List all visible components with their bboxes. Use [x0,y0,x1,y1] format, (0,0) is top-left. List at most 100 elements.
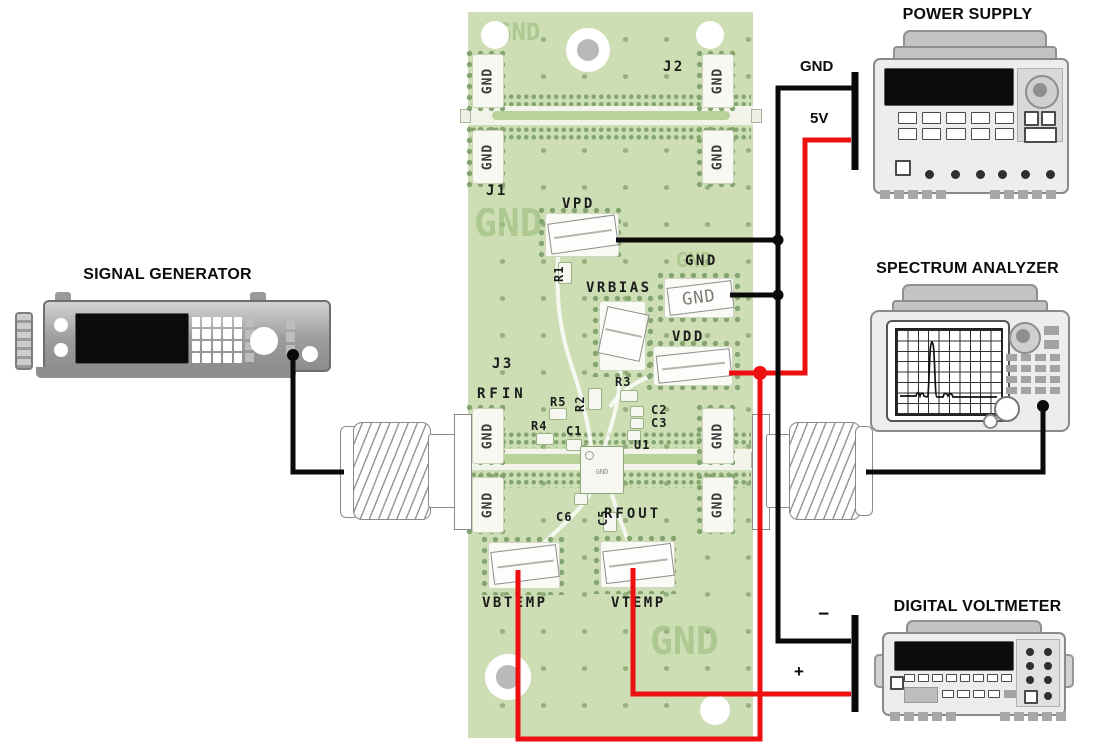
panel-button [1035,376,1046,383]
panel-button [1035,354,1046,361]
binding-post [951,170,960,179]
instrument-foot [922,190,932,199]
panel-button [245,341,254,351]
instrument-foot [1032,190,1042,199]
span-knob [994,396,1020,422]
panel-button [1001,674,1012,682]
panel-button [1020,376,1031,383]
panel-button [959,674,971,682]
panel-screw [54,318,68,332]
panel-button [223,329,232,339]
power-supply-front-panel [873,58,1069,194]
panel-button [957,690,970,698]
slot-trace [492,111,730,120]
instrument-foot [1046,190,1056,199]
plus-terminal-label: + [794,662,804,681]
screen-bezel [886,320,1010,422]
binding-post [1021,170,1030,179]
panel-button [1049,376,1060,383]
spectrum-analyzer-title: SPECTRUM ANALYZER [876,260,1059,277]
binding-post [976,170,985,179]
panel-button [1041,111,1056,126]
power-button [895,160,911,176]
panel-button [946,112,966,124]
instrument-foot [1004,190,1014,199]
function-buttons-row2 [898,128,1014,140]
panel-button [1024,111,1039,126]
junction-dot [772,289,784,301]
panel-button [973,674,985,682]
instrument-foot [1028,712,1038,721]
spectrum-analyzer-front-panel [870,310,1070,432]
panel-button [245,329,254,339]
panel-button [987,674,999,682]
rf-input-connector [983,414,998,429]
range-button [904,687,938,703]
panel-button [202,341,211,351]
input-jack [1044,662,1052,670]
binding-post [998,170,1007,179]
panel-button [898,128,918,140]
panel-button [223,353,232,363]
panel-button [1020,387,1031,394]
panel-button [1049,365,1060,372]
instrument-foot [1042,712,1052,721]
panel-button [202,353,211,363]
via-row [470,126,751,141]
panel-button [1049,354,1060,361]
panel-button [212,317,222,327]
hinge-tab [55,292,71,302]
panel-button [970,128,990,140]
instrument-foot [894,190,904,199]
binding-post [1046,170,1055,179]
panel-tab [751,109,762,123]
input-jack [1026,662,1034,670]
signal-generator-keypad [192,317,242,363]
power-button [890,676,904,690]
junction-dot [753,366,767,380]
panel-button [1049,387,1060,394]
rf-output-connector [302,346,318,362]
panel-button [1044,340,1059,349]
minus-terminal-label: − [818,604,830,625]
digital-voltmeter-title: DIGITAL VOLTMETER [893,598,1062,615]
panel-button [1024,690,1038,704]
panel-button [202,329,211,339]
input-jack [1044,676,1052,684]
panel-button [1006,387,1017,394]
softkey-buttons [1006,354,1060,394]
keypad-side-buttons [245,318,254,362]
panel-button [942,690,955,698]
instrument-foot [904,712,914,721]
spectrum-screen [895,328,1003,416]
side-buttons [286,320,295,354]
panel-button [945,674,957,682]
panel-button [946,128,966,140]
panel-button [286,332,295,342]
shift-button [1004,690,1016,698]
instrument-foot [1000,712,1010,721]
panel-button [245,353,254,362]
panel-button [233,341,242,351]
hinge-tab [250,292,266,302]
panel-button [212,341,222,351]
spectrum-analyzer: SPECTRUM ANALYZER [860,260,1075,435]
panel-tab [460,109,471,123]
panel-button-wide [1024,127,1057,143]
panel-button [233,329,242,339]
panel-button [922,128,942,140]
input-jack [1044,692,1052,700]
instrument-foot [1014,712,1024,721]
panel-button [223,317,232,327]
instrument-foot [880,190,890,199]
panel-button [233,317,242,327]
knob-panel [1017,68,1063,143]
panel-button [898,112,918,124]
function-buttons-row2 [942,690,1000,698]
panel-button [233,353,242,363]
voltmeter-display [894,641,1014,671]
voltage-knob-center [1033,83,1047,97]
power-supply: POWER SUPPLY [865,6,1070,206]
panel-button [212,329,222,339]
instrument-foot [918,712,928,721]
